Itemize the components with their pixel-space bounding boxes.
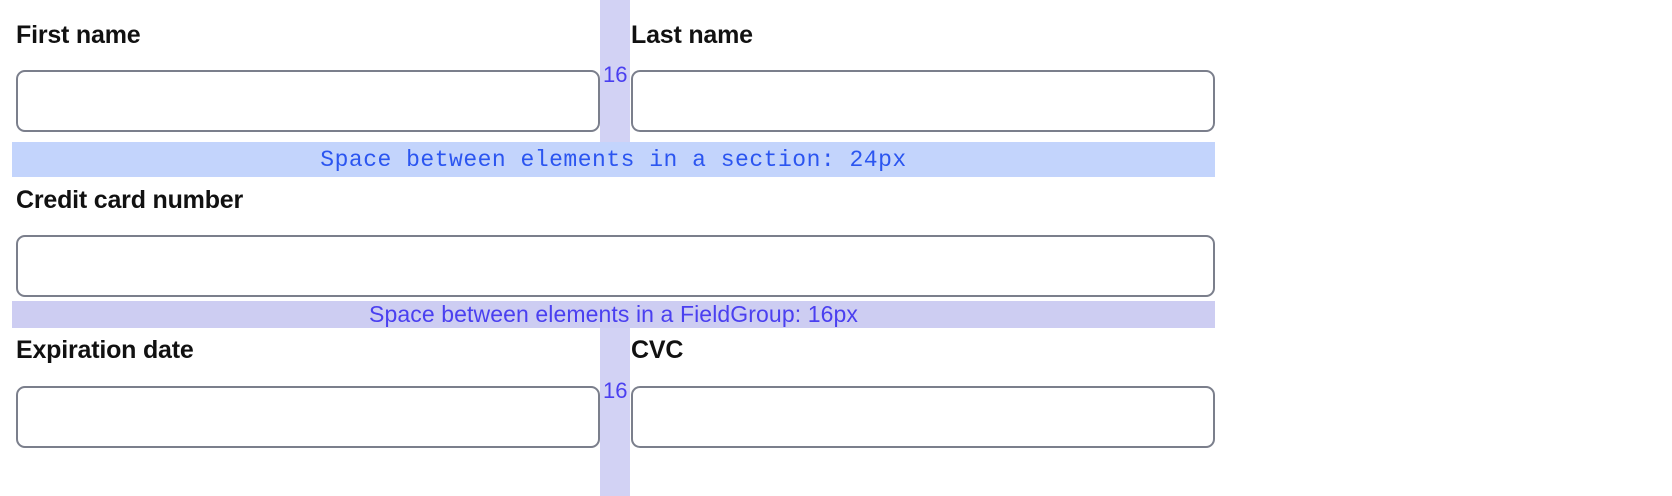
input-cvc[interactable] bbox=[631, 386, 1215, 448]
horizontal-gap-value-expiry-row: 16 bbox=[603, 378, 628, 403]
input-credit-card-number[interactable] bbox=[16, 235, 1215, 297]
input-last-name[interactable] bbox=[631, 70, 1215, 132]
label-first-name: First name bbox=[16, 21, 141, 49]
horizontal-gap-value-name-row: 16 bbox=[603, 62, 628, 87]
annotation-band-fieldgroup-spacing: Space between elements in a FieldGroup: … bbox=[12, 301, 1215, 328]
label-expiration-date: Expiration date bbox=[16, 336, 194, 364]
horizontal-gap-column-name-row bbox=[600, 0, 630, 143]
annotation-band-section-spacing: Space between elements in a section: 24p… bbox=[12, 142, 1215, 177]
label-last-name: Last name bbox=[631, 21, 753, 49]
horizontal-gap-column-expiry-row bbox=[600, 328, 630, 496]
label-cvc: CVC bbox=[631, 336, 684, 364]
input-first-name[interactable] bbox=[16, 70, 600, 132]
label-credit-card-number: Credit card number bbox=[16, 186, 244, 214]
input-expiration-date[interactable] bbox=[16, 386, 600, 448]
